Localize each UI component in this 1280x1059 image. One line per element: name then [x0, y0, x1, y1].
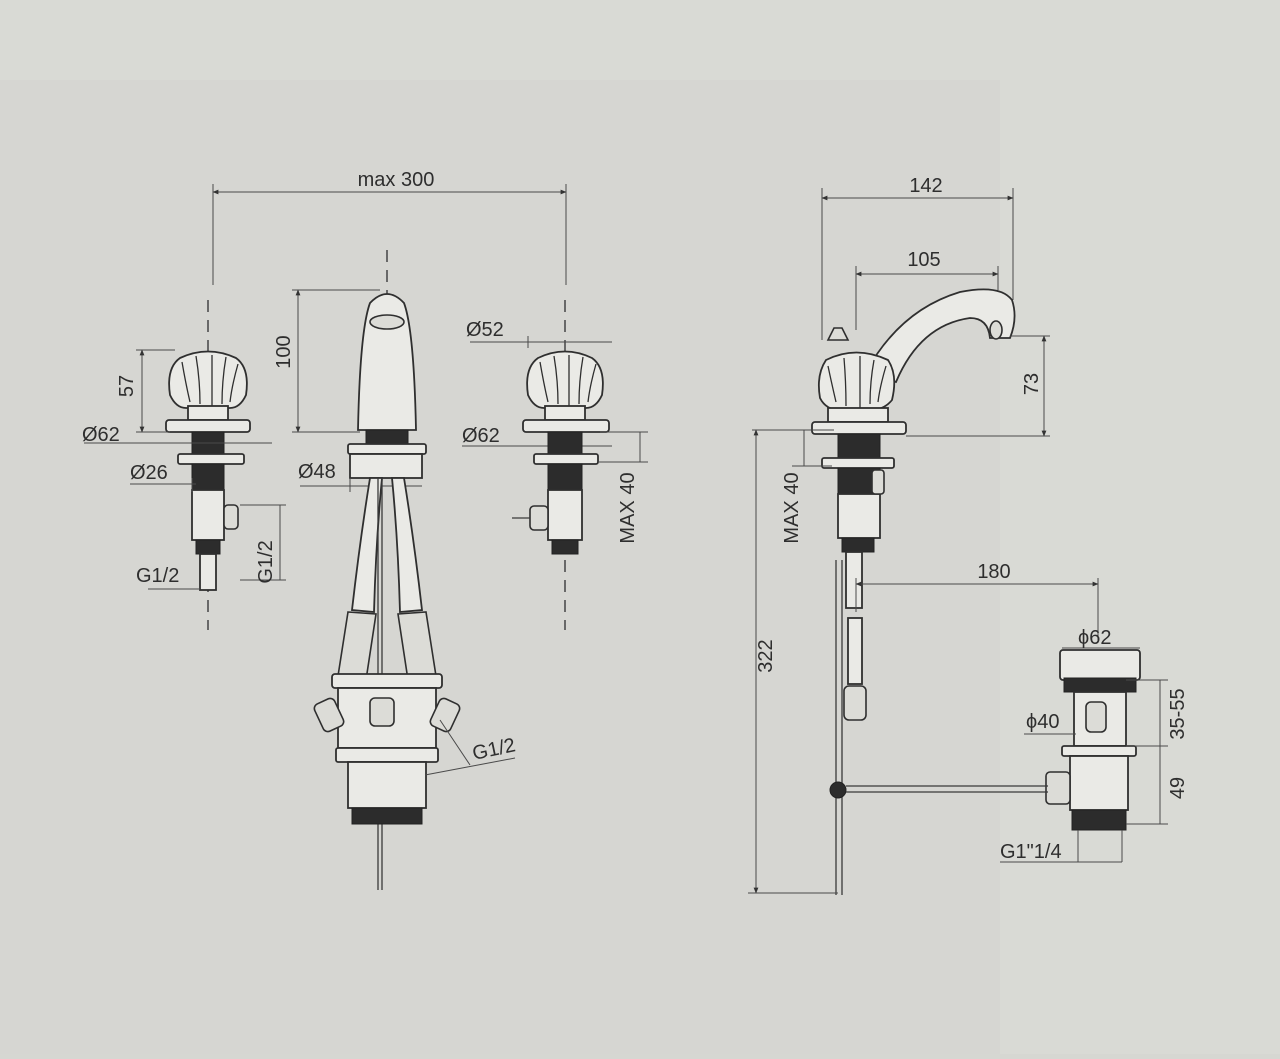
- side-view: 142 105: [748, 175, 1189, 895]
- label-g1-1-4: G1"1/4: [1000, 841, 1062, 863]
- label-35-55: 35-55: [1167, 688, 1189, 739]
- dimension-max-300: max 300: [212, 169, 567, 285]
- label-max-300: max 300: [358, 169, 435, 191]
- label-142: 142: [909, 175, 942, 197]
- label-322: 322: [755, 639, 777, 672]
- label-o62-right: Ø62: [462, 425, 500, 447]
- label-o40-drain: ϕ40: [1026, 711, 1059, 733]
- pop-up-drain: ϕ62 ϕ40 35-55 49 G1"1/4: [846, 627, 1189, 863]
- label-57: 57: [116, 375, 138, 397]
- label-g12-vertical: G1/2: [255, 540, 277, 583]
- label-o62-left: Ø62: [82, 424, 120, 446]
- label-o52: Ø52: [466, 319, 504, 341]
- label-max40-front: MAX 40: [617, 472, 639, 543]
- label-100: 100: [273, 335, 295, 368]
- front-view: max 300 57 Ø62 Ø26: [82, 169, 648, 890]
- label-49: 49: [1167, 777, 1189, 799]
- label-180: 180: [977, 561, 1010, 583]
- label-o26: Ø26: [130, 462, 168, 484]
- printed-panel: [0, 80, 1000, 1054]
- right-valve: Ø52 Ø62 MAX 40: [462, 319, 648, 555]
- label-73: 73: [1021, 373, 1043, 395]
- side-spout: [811, 288, 1016, 895]
- label-105: 105: [907, 249, 940, 271]
- label-g12-left: G1/2: [136, 565, 179, 587]
- label-o62-drain: ϕ62: [1078, 627, 1111, 649]
- label-max40-side: MAX 40: [781, 472, 803, 543]
- left-valve: 57 Ø62 Ø26 G1/2 G1/2: [82, 349, 286, 591]
- label-o48: Ø48: [298, 461, 336, 483]
